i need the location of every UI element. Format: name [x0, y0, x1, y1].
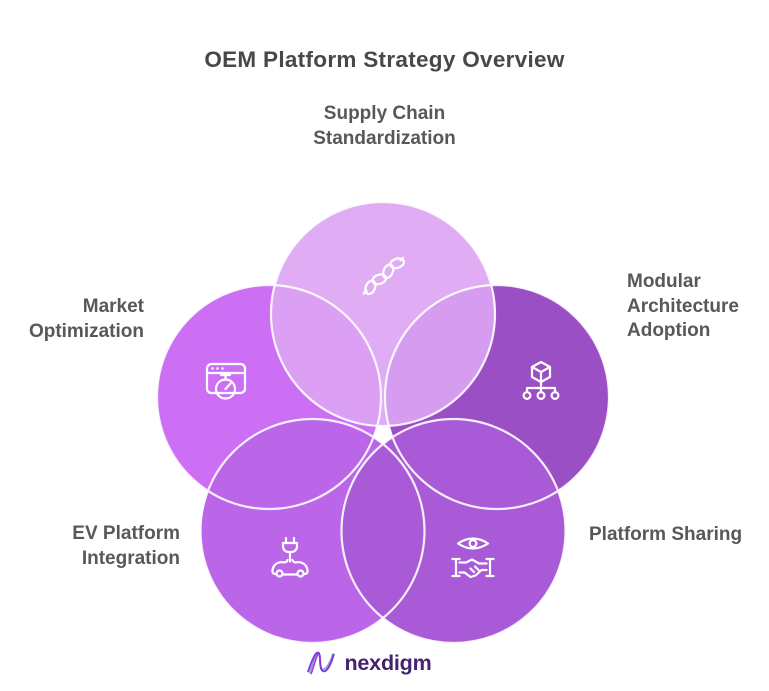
- page-title: OEM Platform Strategy Overview: [204, 47, 565, 72]
- circle-fills: [157, 202, 609, 643]
- outline-platform-sharing: [340, 417, 567, 645]
- cube-hierarchy-icon: [522, 360, 560, 400]
- circle-platform-sharing: [341, 419, 566, 643]
- brand-name: nexdigm: [344, 650, 432, 675]
- label-modular-architecture-adoption: Modular Architecture Adoption: [627, 271, 739, 341]
- browser-stopwatch-icon: [205, 362, 247, 400]
- label-market-optimization: Market Optimization: [28, 296, 144, 342]
- outline-market-optimization: [155, 283, 383, 511]
- brand-footer: nexdigm: [304, 648, 432, 678]
- label-ev-platform-integration: EV Platform Integration: [72, 523, 180, 569]
- label-platform-sharing: Platform Sharing: [589, 524, 743, 545]
- outline-ev-platform: [199, 417, 426, 645]
- circle-supply-chain: [271, 202, 495, 426]
- nexdigm-logo-icon: [307, 651, 335, 675]
- outline-modular-architecture: [383, 283, 611, 511]
- outline-supply-chain: [269, 200, 497, 428]
- chain-link-icon: [362, 256, 406, 296]
- eye-handshake-icon: [451, 537, 495, 579]
- ev-plug-car-icon: [271, 536, 309, 578]
- circle-outlines: [155, 200, 611, 645]
- label-supply-chain-standardization: Supply Chain Standardization: [313, 103, 456, 149]
